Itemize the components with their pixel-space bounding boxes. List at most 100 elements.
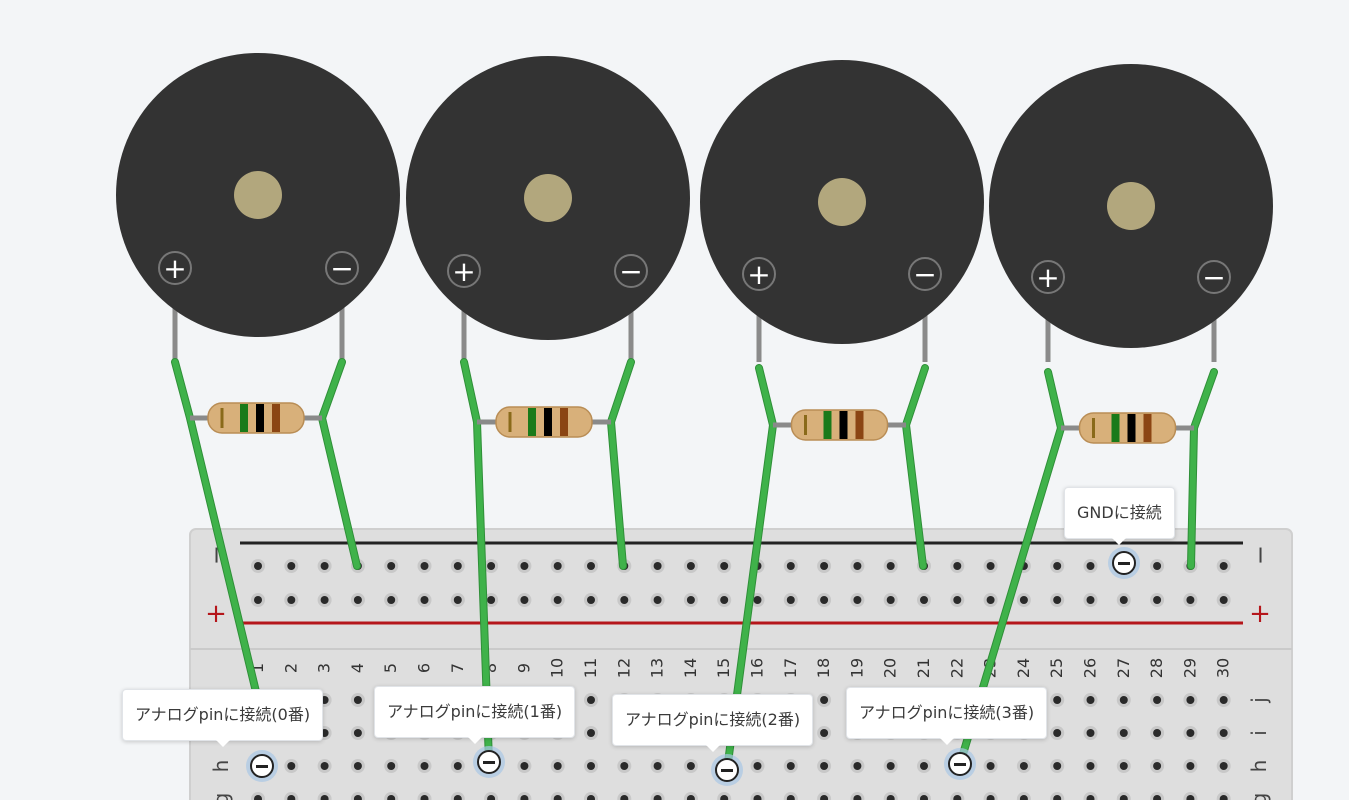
terminal-hole[interactable] xyxy=(983,759,998,773)
rail-hole[interactable] xyxy=(350,593,365,607)
terminal-hole[interactable] xyxy=(517,792,532,800)
buzzer-plus-terminal[interactable]: + xyxy=(447,254,481,288)
rail-hole[interactable] xyxy=(850,593,865,607)
rail-hole[interactable] xyxy=(883,559,898,573)
rail-hole[interactable] xyxy=(783,559,798,573)
rail-hole[interactable] xyxy=(950,593,965,607)
terminal-hole[interactable] xyxy=(1150,693,1165,707)
buzzer-plus-terminal[interactable]: + xyxy=(742,257,776,291)
terminal-hole[interactable] xyxy=(617,792,632,800)
terminal-hole[interactable] xyxy=(650,759,665,773)
rail-hole[interactable] xyxy=(650,559,665,573)
terminal-hole[interactable] xyxy=(783,792,798,800)
rail-hole[interactable] xyxy=(950,559,965,573)
terminal-hole[interactable] xyxy=(350,726,365,740)
analog-1-pin-marker[interactable] xyxy=(477,750,501,774)
terminal-hole[interactable] xyxy=(450,759,465,773)
terminal-hole[interactable] xyxy=(850,759,865,773)
rail-hole[interactable] xyxy=(317,559,332,573)
rail-hole[interactable] xyxy=(1150,559,1165,573)
rail-hole[interactable] xyxy=(450,559,465,573)
terminal-hole[interactable] xyxy=(1050,792,1065,800)
rail-hole[interactable] xyxy=(384,559,399,573)
terminal-hole[interactable] xyxy=(1183,693,1198,707)
rail-hole[interactable] xyxy=(550,593,565,607)
terminal-hole[interactable] xyxy=(1083,792,1098,800)
terminal-hole[interactable] xyxy=(584,759,598,773)
rail-hole[interactable] xyxy=(484,559,499,573)
terminal-hole[interactable] xyxy=(1216,759,1231,773)
terminal-hole[interactable] xyxy=(783,759,798,773)
terminal-hole[interactable] xyxy=(317,759,332,773)
rail-hole[interactable] xyxy=(417,593,432,607)
terminal-hole[interactable] xyxy=(417,759,432,773)
analog-3-pin-marker[interactable] xyxy=(948,752,972,776)
rail-hole[interactable] xyxy=(883,593,898,607)
piezo-buzzer-2[interactable]: +− xyxy=(700,60,984,362)
terminal-hole[interactable] xyxy=(450,792,465,800)
rail-hole[interactable] xyxy=(584,593,598,607)
terminal-hole[interactable] xyxy=(350,759,365,773)
rail-hole[interactable] xyxy=(1216,559,1231,573)
rail-hole[interactable] xyxy=(384,593,399,607)
terminal-hole[interactable] xyxy=(550,792,565,800)
rail-hole[interactable] xyxy=(917,593,931,607)
terminal-hole[interactable] xyxy=(284,759,299,773)
terminal-hole[interactable] xyxy=(584,693,598,707)
resistor[interactable] xyxy=(1061,412,1194,444)
terminal-hole[interactable] xyxy=(1050,693,1065,707)
terminal-hole[interactable] xyxy=(1050,759,1065,773)
terminal-hole[interactable] xyxy=(1150,792,1165,800)
buzzer-plus-terminal[interactable]: + xyxy=(158,251,192,285)
terminal-hole[interactable] xyxy=(983,792,998,800)
terminal-hole[interactable] xyxy=(817,726,832,740)
rail-hole[interactable] xyxy=(1050,593,1065,607)
rail-hole[interactable] xyxy=(1016,593,1031,607)
terminal-hole[interactable] xyxy=(817,693,832,707)
terminal-hole[interactable] xyxy=(917,759,931,773)
terminal-hole[interactable] xyxy=(683,759,698,773)
rail-hole[interactable] xyxy=(1050,559,1065,573)
rail-hole[interactable] xyxy=(717,559,732,573)
terminal-hole[interactable] xyxy=(317,792,332,800)
terminal-hole[interactable] xyxy=(1083,726,1098,740)
terminal-hole[interactable] xyxy=(617,759,632,773)
rail-hole[interactable] xyxy=(683,559,698,573)
terminal-hole[interactable] xyxy=(717,792,732,800)
rail-hole[interactable] xyxy=(484,593,499,607)
rail-hole[interactable] xyxy=(284,559,299,573)
rail-hole[interactable] xyxy=(817,559,832,573)
terminal-hole[interactable] xyxy=(1116,693,1131,707)
terminal-hole[interactable] xyxy=(517,759,532,773)
rail-hole[interactable] xyxy=(983,559,998,573)
buzzer-minus-terminal[interactable]: − xyxy=(614,254,648,288)
rail-hole[interactable] xyxy=(650,593,665,607)
rail-hole[interactable] xyxy=(783,593,798,607)
rail-hole[interactable] xyxy=(1216,593,1231,607)
terminal-hole[interactable] xyxy=(1116,792,1131,800)
terminal-hole[interactable] xyxy=(683,792,698,800)
terminal-hole[interactable] xyxy=(817,792,832,800)
terminal-hole[interactable] xyxy=(850,792,865,800)
gnd-pin-marker[interactable] xyxy=(1112,551,1136,575)
rail-hole[interactable] xyxy=(983,593,998,607)
terminal-hole[interactable] xyxy=(650,792,665,800)
terminal-hole[interactable] xyxy=(1183,759,1198,773)
buzzer-minus-terminal[interactable]: − xyxy=(1197,260,1231,294)
terminal-hole[interactable] xyxy=(883,792,898,800)
terminal-hole[interactable] xyxy=(384,792,399,800)
rail-hole[interactable] xyxy=(617,593,632,607)
terminal-hole[interactable] xyxy=(1216,792,1231,800)
rail-hole[interactable] xyxy=(1150,593,1165,607)
terminal-hole[interactable] xyxy=(1083,759,1098,773)
rail-hole[interactable] xyxy=(251,593,265,607)
rail-hole[interactable] xyxy=(717,593,732,607)
analog-0-pin-marker[interactable] xyxy=(250,754,274,778)
terminal-hole[interactable] xyxy=(750,792,765,800)
terminal-hole[interactable] xyxy=(1150,759,1165,773)
resistor[interactable] xyxy=(773,409,906,441)
terminal-hole[interactable] xyxy=(284,792,299,800)
rail-hole[interactable] xyxy=(417,559,432,573)
buzzer-minus-terminal[interactable]: − xyxy=(325,251,359,285)
resistor[interactable] xyxy=(190,402,322,434)
